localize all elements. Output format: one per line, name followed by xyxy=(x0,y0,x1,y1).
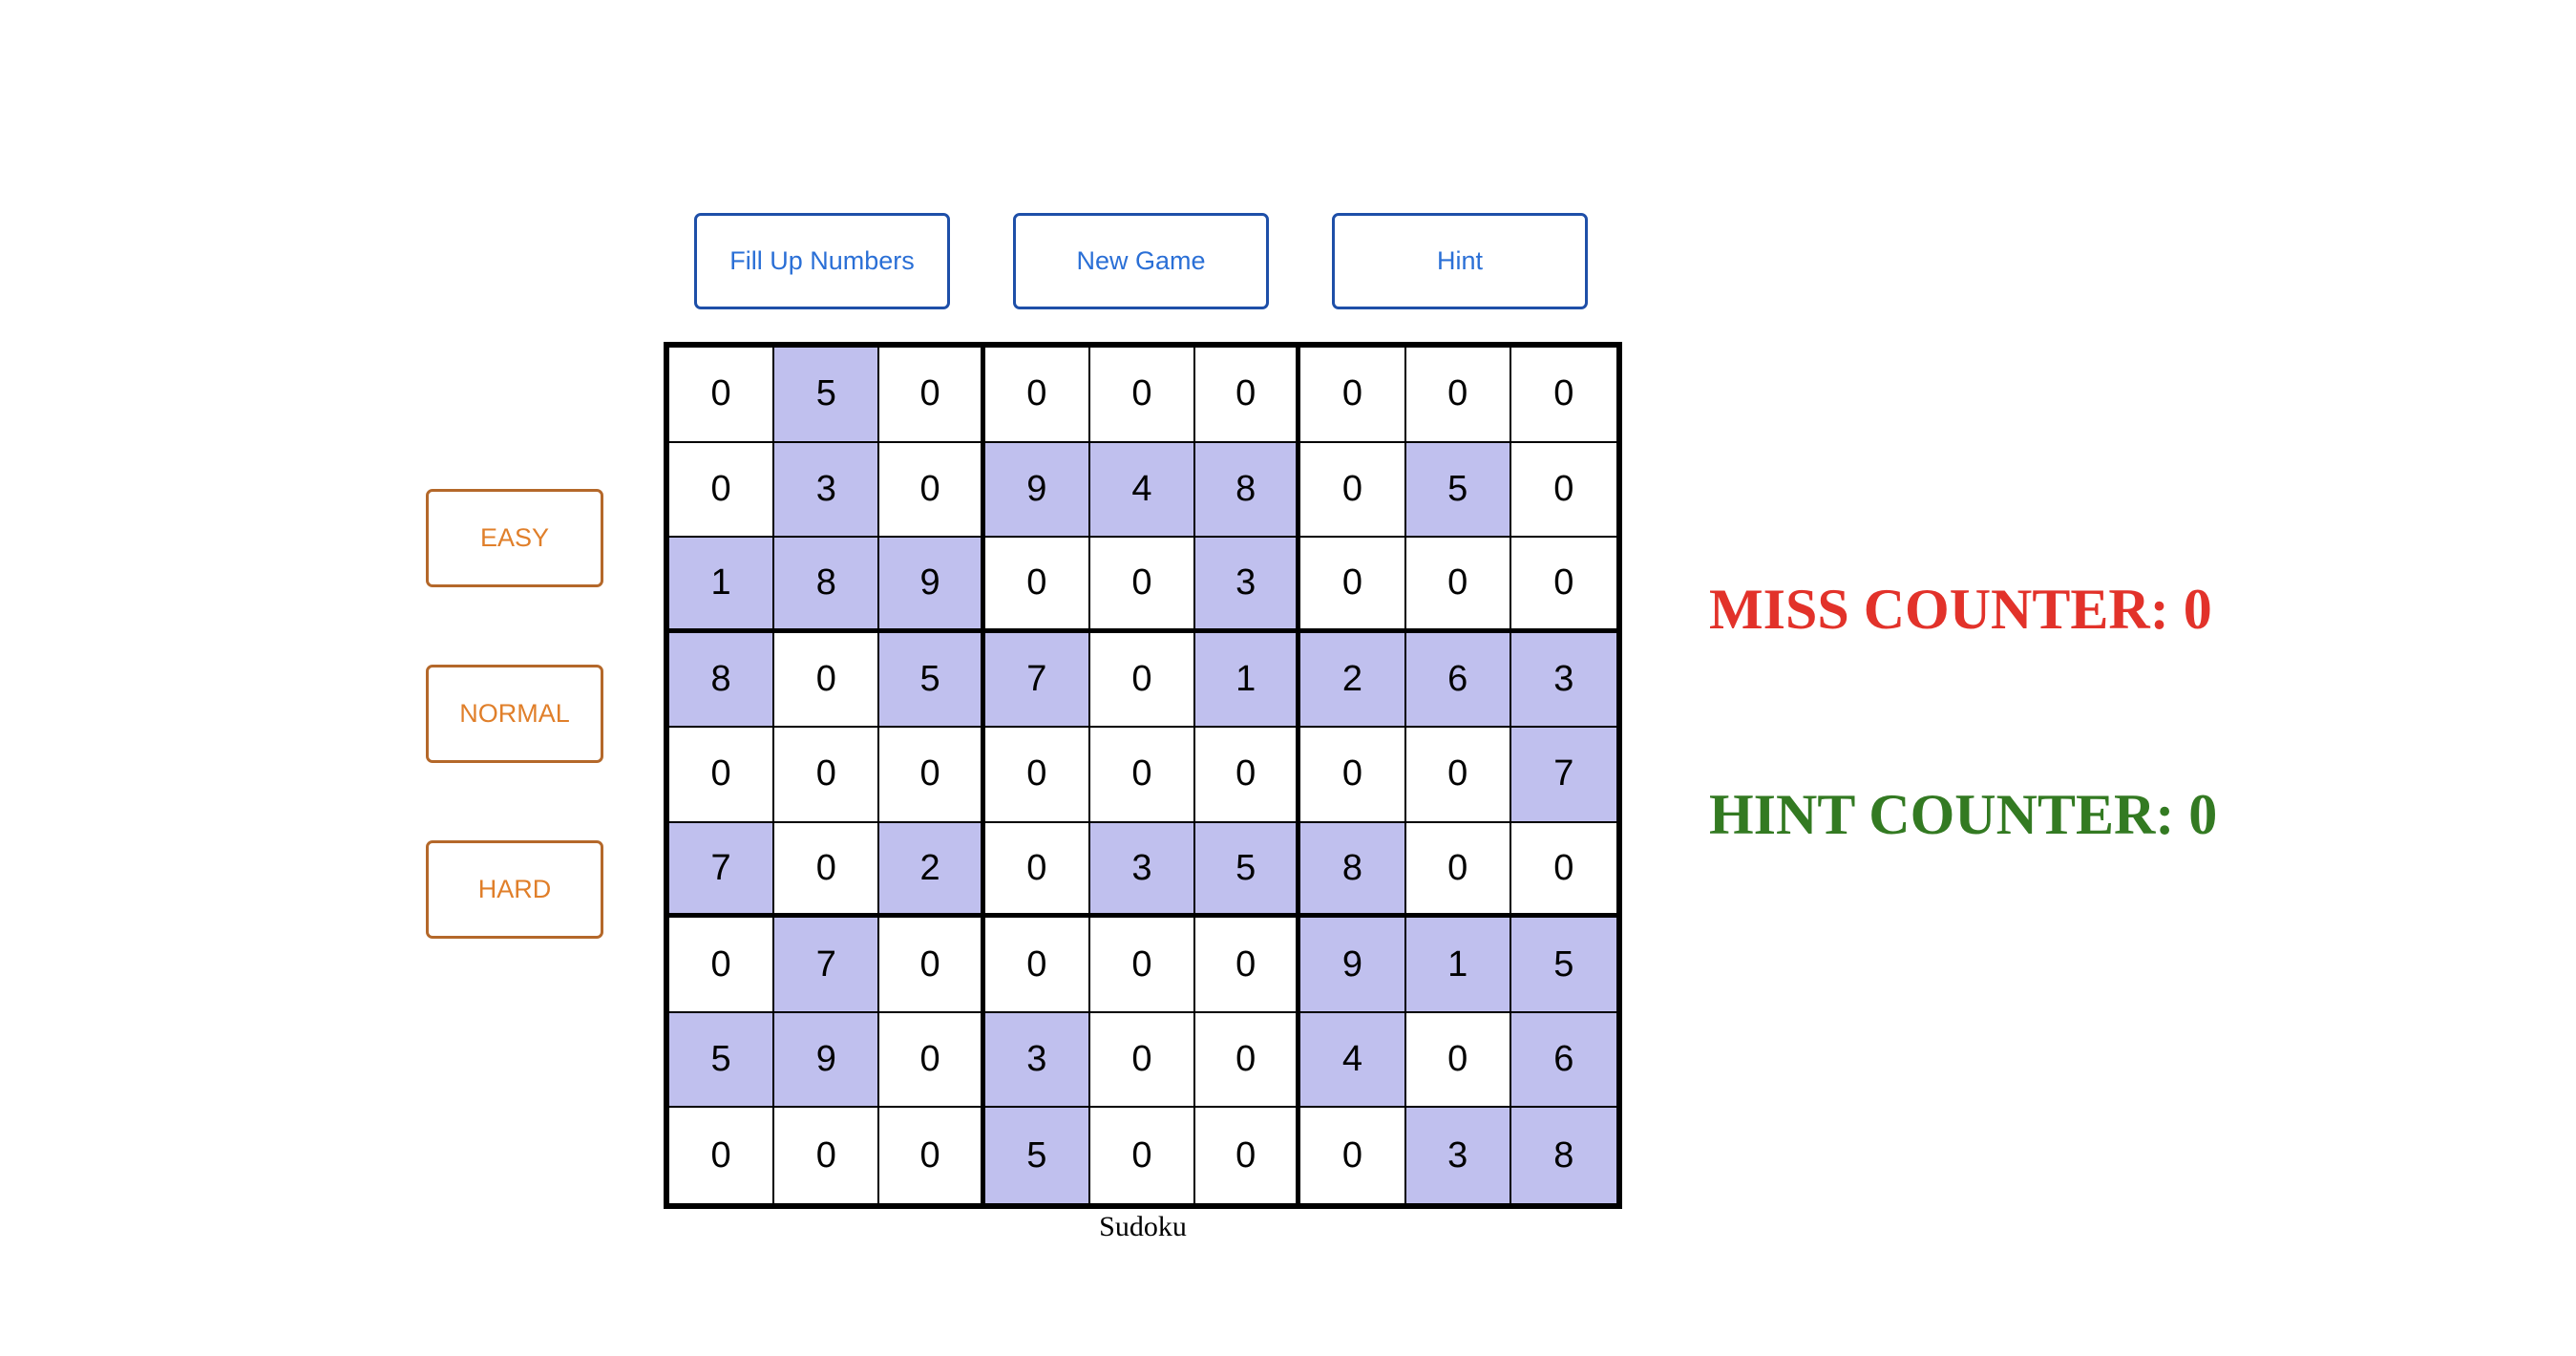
sudoku-cell[interactable]: 8 xyxy=(1300,822,1406,919)
sudoku-cell[interactable]: 5 xyxy=(1405,442,1511,539)
sudoku-cell[interactable]: 0 xyxy=(1405,538,1511,633)
sudoku-cell[interactable]: 9 xyxy=(774,1012,880,1109)
fill-up-numbers-button[interactable]: Fill Up Numbers xyxy=(694,213,950,309)
sudoku-cell[interactable]: 0 xyxy=(879,442,985,539)
sudoku-cell[interactable]: 0 xyxy=(669,918,775,1013)
sudoku-cell[interactable]: 9 xyxy=(879,538,985,633)
sudoku-cell[interactable]: 9 xyxy=(1300,918,1406,1013)
sudoku-cell[interactable]: 0 xyxy=(879,1108,985,1203)
sudoku-cell[interactable]: 8 xyxy=(1510,1108,1616,1203)
sudoku-cell[interactable]: 0 xyxy=(1089,918,1196,1013)
miss-counter-value: 0 xyxy=(2183,578,2212,641)
sudoku-cell[interactable]: 0 xyxy=(879,728,985,823)
hint-counter-label: HINT COUNTER: xyxy=(1709,783,2189,846)
sudoku-cell[interactable]: 5 xyxy=(774,348,880,443)
sudoku-cell[interactable]: 0 xyxy=(879,348,985,443)
normal-button[interactable]: NORMAL xyxy=(426,665,603,763)
sudoku-cell[interactable]: 8 xyxy=(669,632,775,729)
sudoku-cell[interactable]: 1 xyxy=(1195,632,1301,729)
sudoku-cell[interactable]: 3 xyxy=(774,442,880,539)
sudoku-cell[interactable]: 0 xyxy=(1300,442,1406,539)
sudoku-cell[interactable]: 5 xyxy=(669,1012,775,1109)
sudoku-cell[interactable]: 0 xyxy=(669,1108,775,1203)
sudoku-cell[interactable]: 0 xyxy=(984,538,1090,633)
miss-counter-label: MISS COUNTER: xyxy=(1709,578,2184,641)
sudoku-cell[interactable]: 0 xyxy=(1405,1012,1511,1109)
sudoku-cell[interactable]: 4 xyxy=(1300,1012,1406,1109)
sudoku-cell[interactable]: 0 xyxy=(984,348,1090,443)
sudoku-cell[interactable]: 0 xyxy=(1300,728,1406,823)
sudoku-cell[interactable]: 5 xyxy=(1510,918,1616,1013)
sudoku-cell[interactable]: 3 xyxy=(1510,632,1616,729)
sudoku-cell[interactable]: 7 xyxy=(1510,728,1616,823)
new-game-button[interactable]: New Game xyxy=(1013,213,1269,309)
sudoku-cell[interactable]: 0 xyxy=(774,822,880,919)
sudoku-cell[interactable]: 7 xyxy=(984,632,1090,729)
sudoku-cell[interactable]: 5 xyxy=(879,632,985,729)
sudoku-cell[interactable]: 4 xyxy=(1089,442,1196,539)
hint-button[interactable]: Hint xyxy=(1332,213,1588,309)
sudoku-cell[interactable]: 0 xyxy=(984,918,1090,1013)
sudoku-cell[interactable]: 0 xyxy=(1195,1108,1301,1203)
sudoku-cell[interactable]: 0 xyxy=(879,918,985,1013)
easy-button[interactable]: EASY xyxy=(426,489,603,587)
sudoku-cell[interactable]: 2 xyxy=(1300,632,1406,729)
sudoku-cell[interactable]: 0 xyxy=(879,1012,985,1109)
sudoku-cell[interactable]: 8 xyxy=(1195,442,1301,539)
sudoku-cell[interactable]: 0 xyxy=(1405,728,1511,823)
sudoku-cell[interactable]: 6 xyxy=(1405,632,1511,729)
hard-button[interactable]: HARD xyxy=(426,840,603,939)
sudoku-cell[interactable]: 6 xyxy=(1510,1012,1616,1109)
sudoku-cell[interactable]: 7 xyxy=(669,822,775,919)
sudoku-cell[interactable]: 3 xyxy=(984,1012,1090,1109)
sudoku-cell[interactable]: 3 xyxy=(1195,538,1301,633)
miss-counter: MISS COUNTER: 0 xyxy=(1709,581,2212,638)
sudoku-cell[interactable]: 0 xyxy=(1089,348,1196,443)
sudoku-cell[interactable]: 0 xyxy=(1510,823,1616,919)
sudoku-cell[interactable]: 8 xyxy=(774,538,880,633)
sudoku-cell[interactable]: 0 xyxy=(1510,348,1616,443)
sudoku-cell[interactable]: 3 xyxy=(1405,1108,1511,1203)
sudoku-cell[interactable]: 0 xyxy=(984,728,1090,823)
sudoku-cell[interactable]: 9 xyxy=(984,442,1090,539)
sudoku-cell[interactable]: 0 xyxy=(669,442,775,539)
sudoku-cell[interactable]: 0 xyxy=(1090,1108,1196,1203)
sudoku-cell[interactable]: 0 xyxy=(669,348,775,443)
sudoku-cell[interactable]: 0 xyxy=(1195,348,1301,443)
sudoku-cell[interactable]: 0 xyxy=(1405,348,1511,443)
sudoku-cell[interactable]: 0 xyxy=(1195,1012,1301,1109)
sudoku-cell[interactable]: 2 xyxy=(879,822,985,919)
sudoku-cell[interactable]: 0 xyxy=(1510,443,1616,539)
sudoku-cell[interactable]: 1 xyxy=(1405,918,1511,1013)
sudoku-cell[interactable]: 7 xyxy=(774,918,880,1013)
sudoku-cell[interactable]: 0 xyxy=(984,822,1090,919)
sudoku-cell[interactable]: 0 xyxy=(1300,538,1406,633)
sudoku-cell[interactable]: 1 xyxy=(669,538,775,633)
sudoku-cell[interactable]: 0 xyxy=(1089,538,1196,633)
sudoku-cell[interactable]: 0 xyxy=(1089,1012,1196,1109)
sudoku-cell[interactable]: 0 xyxy=(1089,728,1196,823)
hint-counter: HINT COUNTER: 0 xyxy=(1709,786,2217,843)
board-caption: Sudoku xyxy=(1099,1211,1187,1242)
sudoku-cell[interactable]: 5 xyxy=(1195,822,1301,919)
sudoku-cell[interactable]: 0 xyxy=(1195,918,1301,1013)
sudoku-cell[interactable]: 0 xyxy=(669,728,775,823)
sudoku-cell[interactable]: 0 xyxy=(774,632,880,729)
sudoku-cell[interactable]: 0 xyxy=(1405,822,1511,919)
sudoku-cell[interactable]: 0 xyxy=(774,728,880,823)
sudoku-cell[interactable]: 0 xyxy=(1195,728,1301,823)
sudoku-cell[interactable]: 0 xyxy=(1089,632,1196,729)
sudoku-cell[interactable]: 0 xyxy=(774,1108,880,1203)
hint-counter-value: 0 xyxy=(2188,783,2218,846)
sudoku-cell[interactable]: 3 xyxy=(1089,822,1196,919)
sudoku-cell[interactable]: 0 xyxy=(1510,538,1616,633)
sudoku-cell[interactable]: 5 xyxy=(984,1108,1090,1203)
sudoku-cell[interactable]: 0 xyxy=(1300,1108,1406,1203)
sudoku-cell[interactable]: 0 xyxy=(1300,348,1406,443)
